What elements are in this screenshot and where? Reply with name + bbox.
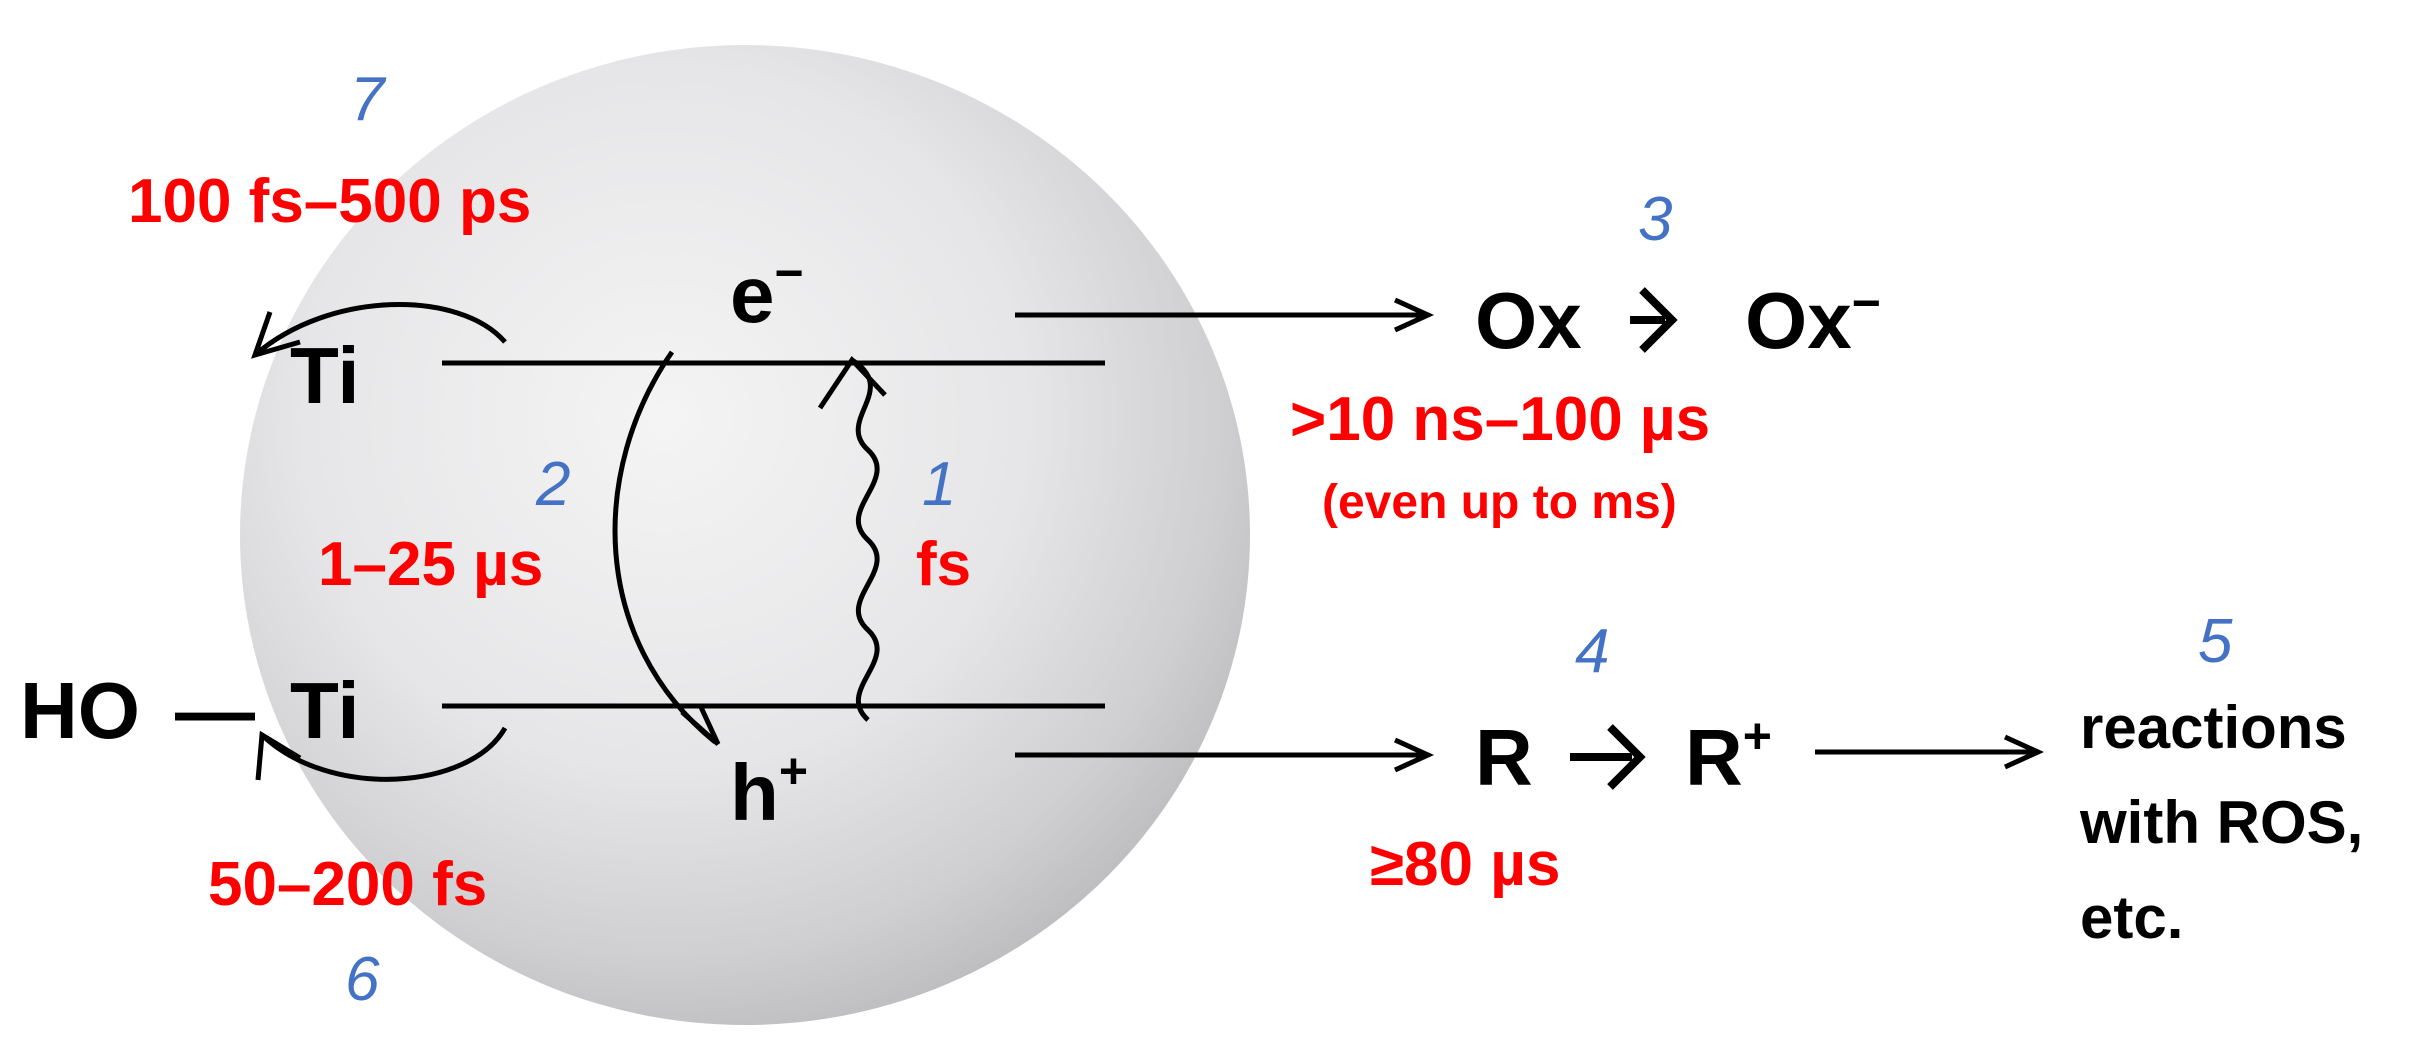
electron-transfer-arrowhead bbox=[1393, 297, 1435, 333]
recombination-arrowhead bbox=[680, 703, 721, 746]
reactions-line-1: reactions bbox=[2080, 694, 2347, 761]
ox-reduction-arrowhead bbox=[1639, 287, 1678, 353]
step-number-2: 2 bbox=[535, 450, 570, 519]
time-step7: 100 fs–500 ps bbox=[128, 167, 531, 236]
hole-trap-curved-arrow bbox=[260, 726, 508, 782]
step-number-1: 1 bbox=[922, 450, 956, 519]
ho-label: HO bbox=[20, 666, 140, 755]
reactions-line-2: with ROS, bbox=[2079, 789, 2363, 856]
ti-bottom-label: Ti bbox=[290, 666, 360, 755]
ho-ti-bond: — bbox=[175, 666, 255, 755]
step-number-6: 6 bbox=[345, 945, 380, 1014]
hole-transfer-arrowhead bbox=[1393, 737, 1435, 773]
electron-trap-arrowhead bbox=[251, 311, 301, 359]
time-step4: ≥80 µs bbox=[1370, 830, 1560, 899]
step-number-3: 3 bbox=[1638, 185, 1672, 254]
reactions-line-3: etc. bbox=[2080, 884, 2183, 951]
hole-trap-arrowhead bbox=[255, 730, 302, 781]
r-oxidation-arrowhead bbox=[1607, 724, 1646, 790]
ox-label: Ox bbox=[1475, 276, 1582, 365]
excitation-wavy-arrow bbox=[850, 357, 880, 722]
recombination-curved-arrow bbox=[612, 350, 717, 744]
tio2-particle-sphere bbox=[240, 45, 1250, 1025]
step-number-5: 5 bbox=[2198, 607, 2233, 676]
time-step2: 1–25 µs bbox=[318, 530, 543, 599]
ros-reaction-arrowhead bbox=[2003, 734, 2045, 770]
electron-trap-curved-arrow bbox=[253, 302, 507, 357]
step-number-7: 7 bbox=[350, 65, 387, 134]
ti-top-label: Ti bbox=[290, 331, 360, 420]
time-step1: fs bbox=[916, 530, 971, 599]
ox-reduced-label: Ox− bbox=[1745, 275, 1881, 365]
step-number-4: 4 bbox=[1575, 617, 1609, 686]
r-oxidized-label: R+ bbox=[1685, 708, 1772, 802]
time-step6: 50–200 fs bbox=[208, 850, 487, 919]
r-label: R bbox=[1475, 713, 1533, 802]
time-step3-note: (even up to ms) bbox=[1322, 476, 1677, 529]
excitation-arrowhead bbox=[817, 355, 887, 410]
electron-label: e− bbox=[730, 245, 804, 339]
hole-label: h+ bbox=[730, 743, 808, 837]
time-step3: >10 ns–100 µs bbox=[1290, 385, 1710, 454]
